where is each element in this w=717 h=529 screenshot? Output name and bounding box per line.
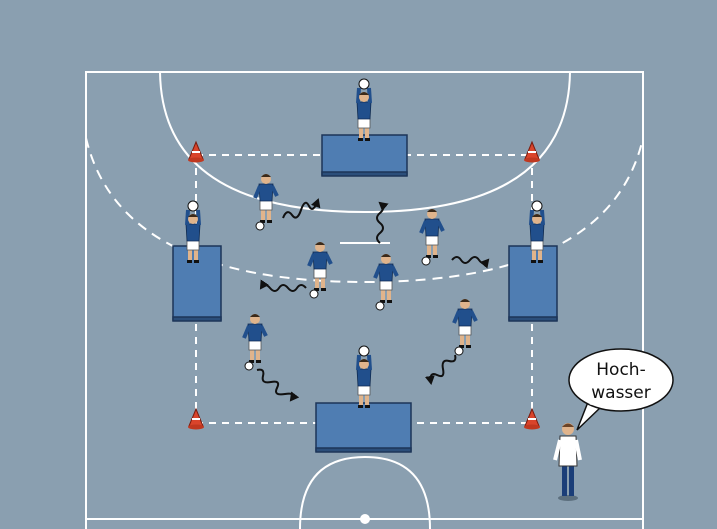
goal-area-arc xyxy=(159,71,571,214)
center-spot xyxy=(360,514,370,524)
mat-top xyxy=(321,134,408,177)
cone xyxy=(188,140,204,163)
coach xyxy=(553,423,582,501)
dribble-arrow xyxy=(282,198,321,219)
speech-bubble-line-1: Hoch- xyxy=(596,360,645,380)
player xyxy=(452,299,478,356)
player xyxy=(529,200,545,263)
cones xyxy=(188,140,540,430)
player xyxy=(419,209,445,266)
player xyxy=(356,345,372,408)
ball xyxy=(187,200,199,212)
ball xyxy=(255,221,265,231)
speech-bubble-line-2: wasser xyxy=(591,383,650,403)
court-boundary xyxy=(85,71,644,529)
ball xyxy=(358,78,370,90)
player xyxy=(242,314,268,371)
free-throw-arc xyxy=(85,137,644,284)
ball xyxy=(244,361,254,371)
speech-bubble: Hoch- wasser xyxy=(568,348,674,431)
player xyxy=(185,200,201,263)
players xyxy=(185,78,545,408)
center-circle xyxy=(299,455,431,529)
player xyxy=(307,242,333,299)
cone xyxy=(524,407,540,430)
ball xyxy=(531,200,543,212)
dribble-arrow xyxy=(256,368,300,402)
dribble-arrow xyxy=(424,354,457,385)
ball xyxy=(454,346,464,356)
ball xyxy=(309,289,319,299)
ball xyxy=(358,345,370,357)
dribble-arrow xyxy=(451,256,490,269)
dribble-arrow xyxy=(259,279,307,292)
mat-bottom xyxy=(315,402,412,453)
ball xyxy=(375,301,385,311)
player xyxy=(356,78,372,141)
dribble-arrow xyxy=(376,201,389,244)
dribble-arrows xyxy=(256,198,490,402)
cone xyxy=(188,407,204,430)
cone xyxy=(524,140,540,163)
player xyxy=(253,174,279,231)
ball xyxy=(421,256,431,266)
player xyxy=(373,254,399,311)
